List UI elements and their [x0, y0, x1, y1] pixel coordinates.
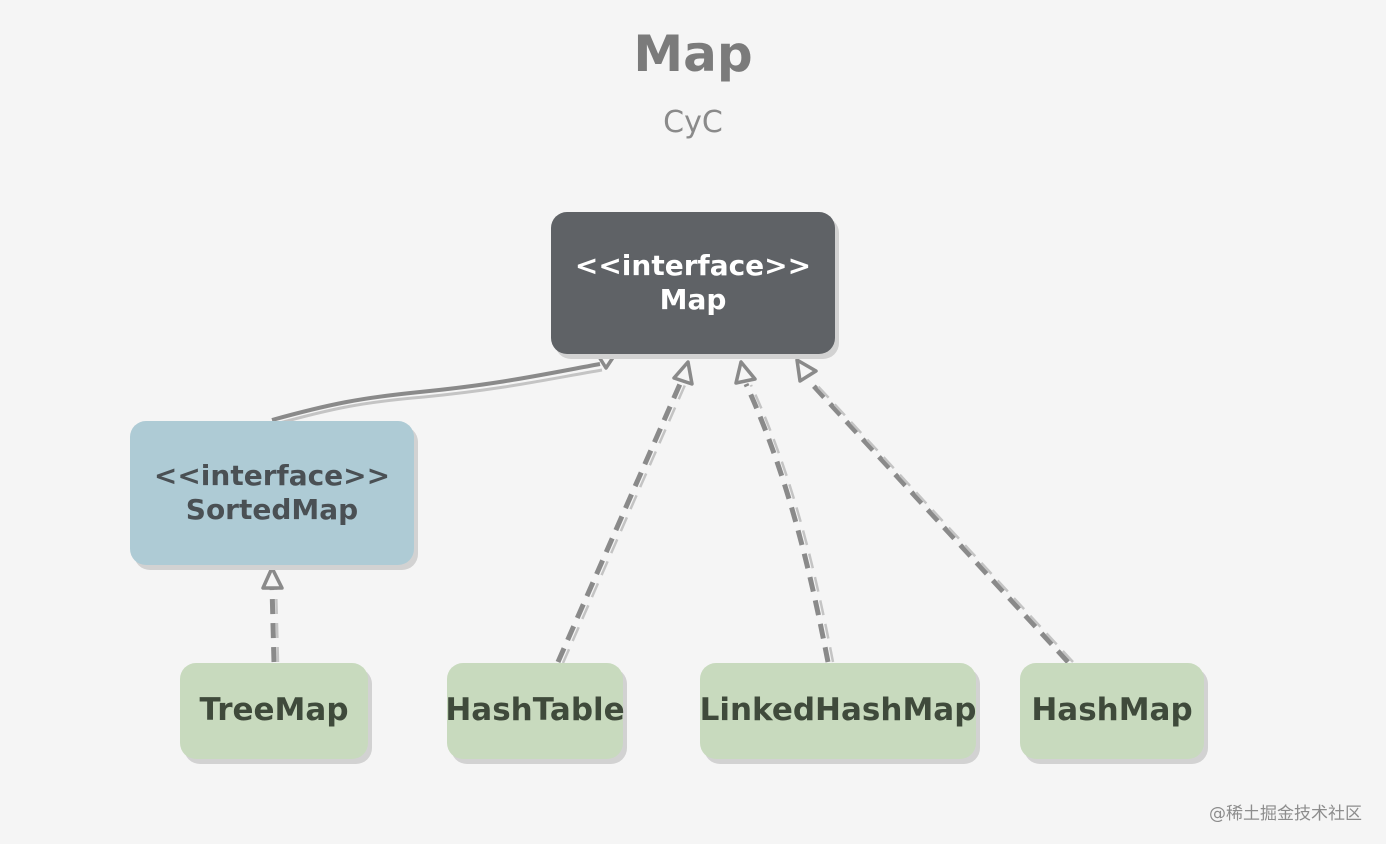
- node-linkedhashmap-name: LinkedHashMap: [699, 692, 977, 729]
- node-hashmap-name: HashMap: [1031, 692, 1193, 729]
- node-sortedmap-name: SortedMap: [185, 493, 359, 526]
- edge-linkedhashmap-to-map: [734, 360, 835, 663]
- node-treemap-class: TreeMap: [180, 663, 368, 759]
- diagram-subtitle: CyC: [663, 105, 723, 140]
- diagram-title: Map: [633, 25, 753, 83]
- edge-hashmap-to-map: [795, 358, 1074, 664]
- node-map-name: Map: [659, 283, 727, 316]
- edge-treemap-to-sortedmap: [261, 566, 284, 663]
- node-hashtable-class: HashTable: [445, 663, 625, 759]
- node-treemap-name: TreeMap: [199, 692, 349, 729]
- node-hashtable-name: HashTable: [445, 692, 625, 729]
- node-map-interface: <<interface>> Map: [551, 212, 835, 354]
- node-sortedmap-interface: <<interface>> SortedMap: [130, 421, 414, 565]
- edge-sortedmap-to-map: [271, 350, 618, 426]
- node-hashmap-class: HashMap: [1020, 663, 1204, 759]
- node-linkedhashmap-class: LinkedHashMap: [700, 663, 976, 759]
- edge-hashtable-to-map: [555, 360, 694, 664]
- node-sortedmap-stereotype: <<interface>>: [153, 459, 391, 493]
- watermark: @稀土掘金技术社区: [1209, 804, 1362, 824]
- node-map-stereotype: <<interface>>: [574, 249, 812, 283]
